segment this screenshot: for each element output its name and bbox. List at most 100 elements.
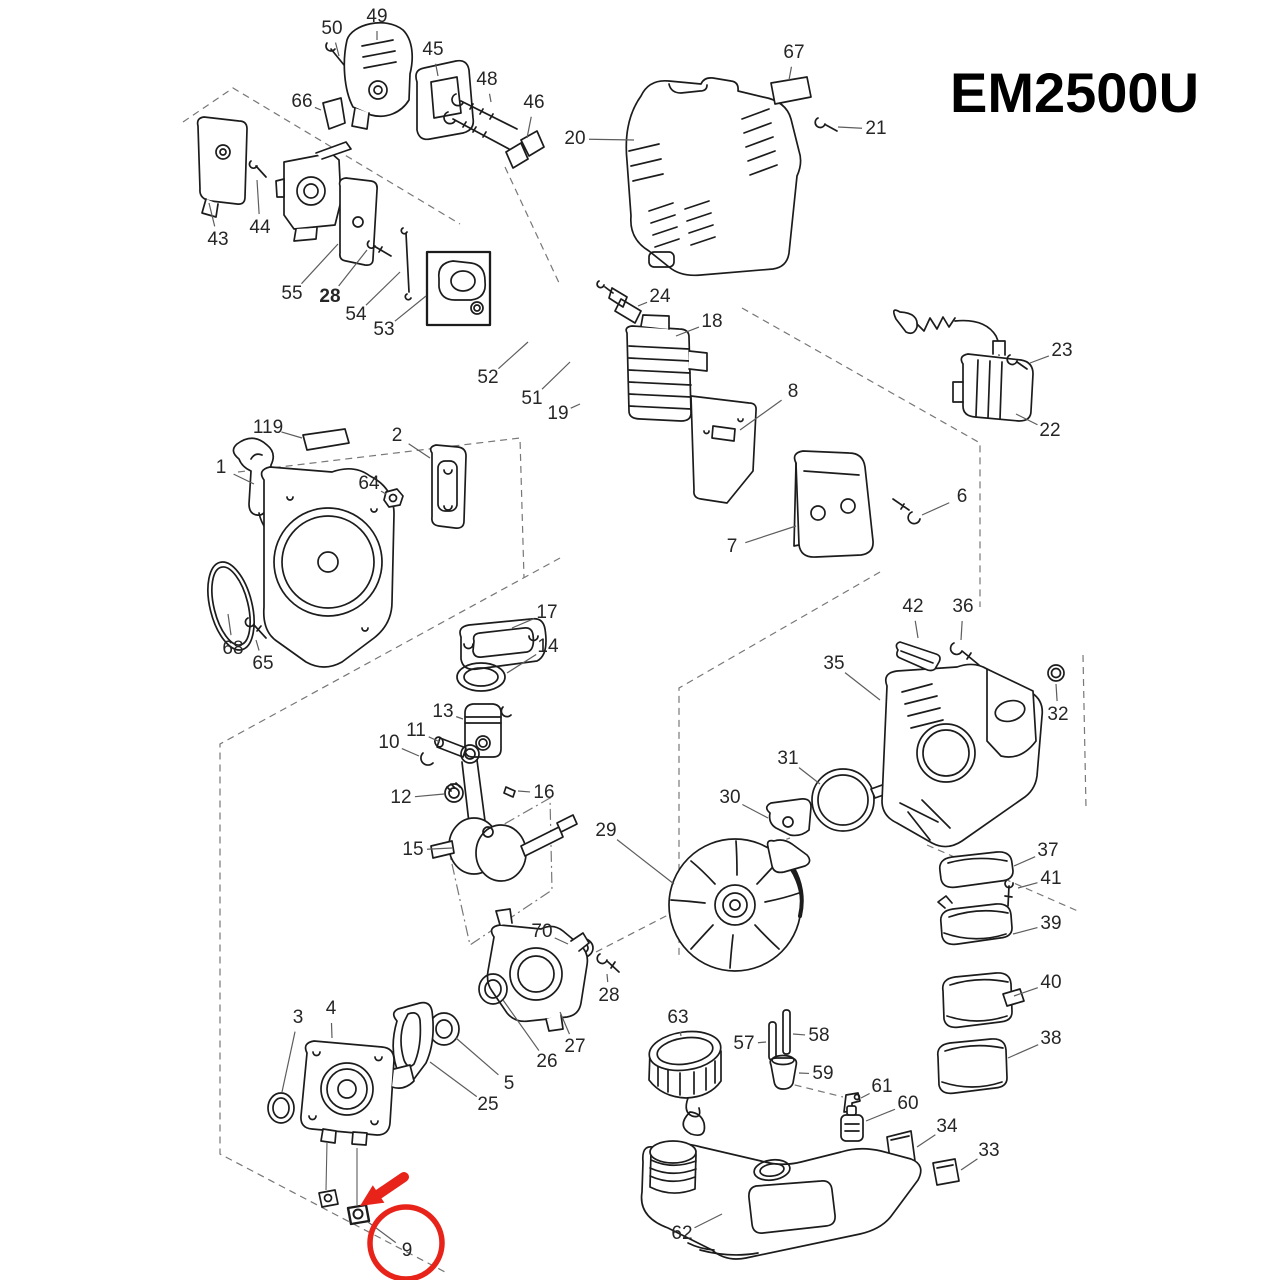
link-54 — [400, 227, 412, 301]
screw-21 — [814, 117, 838, 132]
part-label-39: 39 — [1040, 913, 1061, 934]
bolt-44 — [248, 160, 267, 178]
seal-3 — [267, 1092, 295, 1124]
flywheel-hub2 — [722, 892, 748, 918]
coil-22-bracket — [952, 381, 964, 403]
part-label-28: 28 — [319, 286, 340, 307]
leader-line-46 — [526, 116, 532, 139]
fuel-filter-60 — [840, 1114, 864, 1142]
cover-49-vents — [361, 39, 397, 69]
part-label-42: 42 — [902, 596, 923, 617]
part-label-13: 13 — [432, 701, 453, 722]
bearing-12 — [444, 783, 464, 803]
insulator-53-nut — [470, 301, 484, 315]
part-label-53: 53 — [373, 319, 394, 340]
part-label-60: 60 — [897, 1093, 918, 1114]
cover-20-louvers-b — [648, 200, 716, 248]
pin-42-line — [900, 650, 934, 664]
plate-43-hole2 — [219, 148, 227, 156]
construction-line — [182, 87, 461, 225]
clamp-39-tab — [937, 895, 953, 909]
flywheel-magnet — [791, 866, 804, 918]
leader-line-8 — [739, 399, 782, 431]
leader-line-64 — [380, 490, 387, 495]
bolt-28 — [596, 953, 620, 973]
pin-11-end — [434, 736, 444, 748]
piston-pin-hole2 — [478, 738, 488, 748]
tank-boss — [753, 1158, 791, 1182]
construction-line — [782, 1081, 844, 1098]
clip-10 — [420, 752, 434, 766]
fuel-cap-63-top — [648, 1030, 722, 1072]
leader-line-43 — [208, 202, 216, 227]
tube-57 — [768, 1021, 777, 1061]
crank-small-end — [460, 744, 480, 764]
leader-line-14 — [506, 653, 537, 674]
leader-line-19 — [570, 403, 581, 409]
clutch-hub-hole — [782, 816, 794, 828]
part-label-19: 19 — [547, 403, 568, 424]
part-label-7: 7 — [727, 536, 738, 557]
part-label-43: 43 — [207, 229, 228, 250]
engine-cover-20 — [625, 77, 802, 277]
part-label-3: 3 — [293, 1007, 304, 1028]
spark-plug-24 — [596, 280, 642, 324]
bearing-26 — [478, 973, 508, 1005]
clamp-40-arc — [946, 978, 1009, 1022]
part-label-49: 49 — [366, 6, 387, 27]
leader-line-37 — [1013, 856, 1036, 867]
leader-line-119 — [281, 431, 303, 439]
case-35-plate-hole — [994, 699, 1026, 723]
oring-32b — [1050, 667, 1062, 679]
leader-line-33 — [960, 1158, 978, 1171]
fuel-cap-63-top2 — [656, 1036, 714, 1066]
leader-line-7 — [745, 525, 797, 544]
pad-33 — [932, 1158, 960, 1186]
part-label-14: 14 — [537, 636, 559, 657]
cover-20-handle — [668, 83, 708, 94]
leader-line-15 — [426, 847, 453, 850]
clamp-40-lug — [1002, 988, 1025, 1007]
leader-line-62 — [694, 1213, 723, 1229]
part-label-4: 4 — [326, 998, 337, 1019]
crank-small-end2 — [464, 748, 476, 760]
part-label-22: 22 — [1039, 420, 1060, 441]
plate-25-inner — [400, 1012, 422, 1068]
leader-line-1 — [233, 473, 255, 485]
part-label-52: 52 — [477, 367, 498, 388]
part-label-11: 11 — [406, 720, 426, 741]
highlight-arrow-shaft — [374, 1172, 409, 1199]
leader-line-32 — [1055, 683, 1058, 702]
part-label-1: 1 — [216, 457, 227, 478]
tube-58 — [782, 1009, 791, 1055]
plate-43-hole — [215, 144, 231, 160]
leader-line-30 — [742, 803, 769, 819]
seal-3b — [272, 1097, 290, 1119]
bearing-5b — [435, 1019, 453, 1039]
part-label-58: 58 — [808, 1025, 829, 1046]
leader-line-44 — [256, 179, 260, 215]
leader-line-51 — [541, 361, 571, 390]
case-35-vents — [901, 683, 944, 729]
clamp-37-arc — [947, 857, 1008, 864]
oring-32 — [1047, 664, 1065, 682]
leader-line-50 — [334, 42, 340, 57]
part-label-25: 25 — [477, 1094, 498, 1115]
part-label-62: 62 — [671, 1223, 692, 1244]
piston-13-rings — [464, 716, 502, 724]
model-title: EM2500U — [950, 61, 1200, 124]
carburetor-body — [283, 152, 342, 230]
part-label-34: 34 — [936, 1116, 958, 1137]
cover-49-hub2 — [373, 85, 383, 95]
leader-line-48 — [488, 93, 492, 103]
part-label-2: 2 — [392, 425, 403, 446]
cover-20-door — [648, 251, 675, 268]
strip-119 — [302, 428, 350, 451]
part-label-65: 65 — [252, 653, 273, 674]
leader-line-25 — [429, 1061, 478, 1098]
part-label-45: 45 — [422, 39, 443, 60]
bolt-36 — [949, 642, 980, 666]
recoil-starter-1 — [260, 466, 395, 668]
insulator-box-53 — [425, 250, 492, 327]
elbow-61-tip — [853, 1093, 861, 1101]
